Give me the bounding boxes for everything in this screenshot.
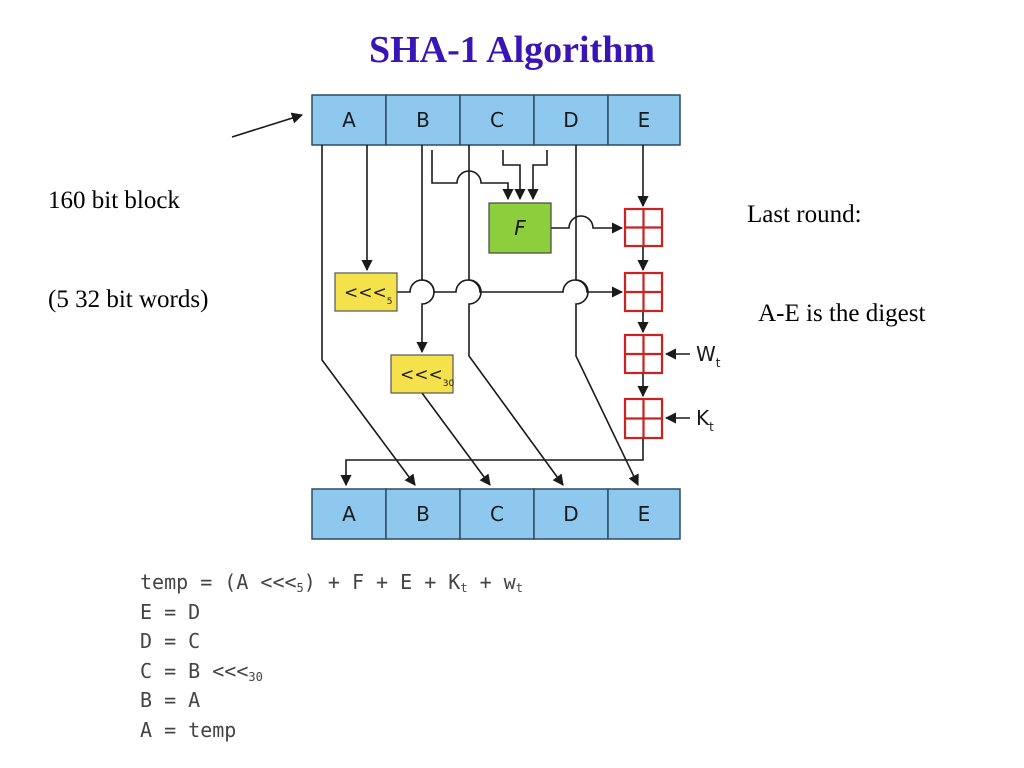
output-register-c: C xyxy=(459,488,535,540)
wire-rotate30-to-output-c xyxy=(421,392,491,486)
wire-temp-to-output-a xyxy=(340,438,644,487)
output-register-e-label: E xyxy=(638,502,651,526)
wire-c-to-f xyxy=(502,150,526,201)
input-register-b-label: B xyxy=(416,108,430,132)
pseudocode-c-line: C = B <<<30 xyxy=(140,658,263,684)
block-size-line1: 160 bit block xyxy=(48,187,180,214)
k-input-label: Kt xyxy=(696,406,714,434)
pseudocode-b-line: B = A xyxy=(140,688,201,712)
pseudocode-a-line: A = temp xyxy=(140,717,237,742)
adder-1-icon xyxy=(623,207,664,248)
adder-4-icon xyxy=(623,397,664,440)
wire-d-to-output-e xyxy=(575,145,639,487)
wire-b-to-rotate30 xyxy=(416,145,435,354)
output-register-c-label: C xyxy=(490,502,504,526)
output-register-b-label: B xyxy=(416,502,430,526)
pseudocode-temp-line: temp = (A <<<5) + F + E + Kt + wt xyxy=(140,570,523,595)
pseudocode-d-line: D = C xyxy=(140,629,201,653)
function-f-box: F xyxy=(488,202,552,254)
input-register-b: B xyxy=(385,94,461,146)
input-register-c: C xyxy=(459,94,535,146)
last-round-line2: A-E is the digest xyxy=(747,300,926,327)
input-register-row: A B C D E xyxy=(311,94,681,146)
output-register-b: B xyxy=(385,488,461,540)
w-input-label: Wt xyxy=(696,342,721,370)
wire-a-to-output-b xyxy=(321,145,416,486)
function-f-label: F xyxy=(514,216,526,240)
input-register-e: E xyxy=(607,94,681,146)
wire-f-to-adder1 xyxy=(551,215,624,234)
rotate-5-box: <<<5 xyxy=(334,272,398,312)
slide-title: SHA-1 Algorithm xyxy=(368,29,656,71)
input-register-e-label: E xyxy=(638,108,651,132)
block-size-note: 160 bit block (5 32 bit words) xyxy=(48,118,208,349)
output-register-e: E xyxy=(607,488,681,540)
output-register-a-label: A xyxy=(342,502,356,526)
block-pointer-arrow xyxy=(231,112,304,138)
last-round-note: Last round: A-E is the digest xyxy=(747,132,925,363)
output-register-d-label: D xyxy=(563,502,578,526)
last-round-line1: Last round: xyxy=(747,201,862,228)
input-register-c-label: C xyxy=(490,108,504,132)
rotate-5-label: <<<5 xyxy=(344,283,392,307)
input-register-d: D xyxy=(533,94,609,146)
round-pseudocode: temp = (A <<<5) + F + E + Kt + wt E = D … xyxy=(140,568,523,745)
input-register-d-label: D xyxy=(563,108,578,132)
output-register-d: D xyxy=(533,488,609,540)
output-register-row: A B C D E xyxy=(311,488,681,540)
wire-d-to-f xyxy=(527,150,548,201)
input-register-a: A xyxy=(311,94,387,146)
rotate-30-label: <<<30 xyxy=(400,365,454,389)
wire-b-to-f xyxy=(431,150,514,201)
wire-c-to-output-d xyxy=(468,145,564,486)
input-register-a-label: A xyxy=(342,108,356,132)
block-size-line2: (5 32 bit words) xyxy=(48,286,209,313)
adder-3-icon xyxy=(623,333,664,375)
pseudocode-e-line: E = D xyxy=(140,599,201,624)
adder-2-icon xyxy=(623,271,664,313)
rotate-30-box: <<<30 xyxy=(390,354,454,394)
output-register-a: A xyxy=(311,488,387,540)
